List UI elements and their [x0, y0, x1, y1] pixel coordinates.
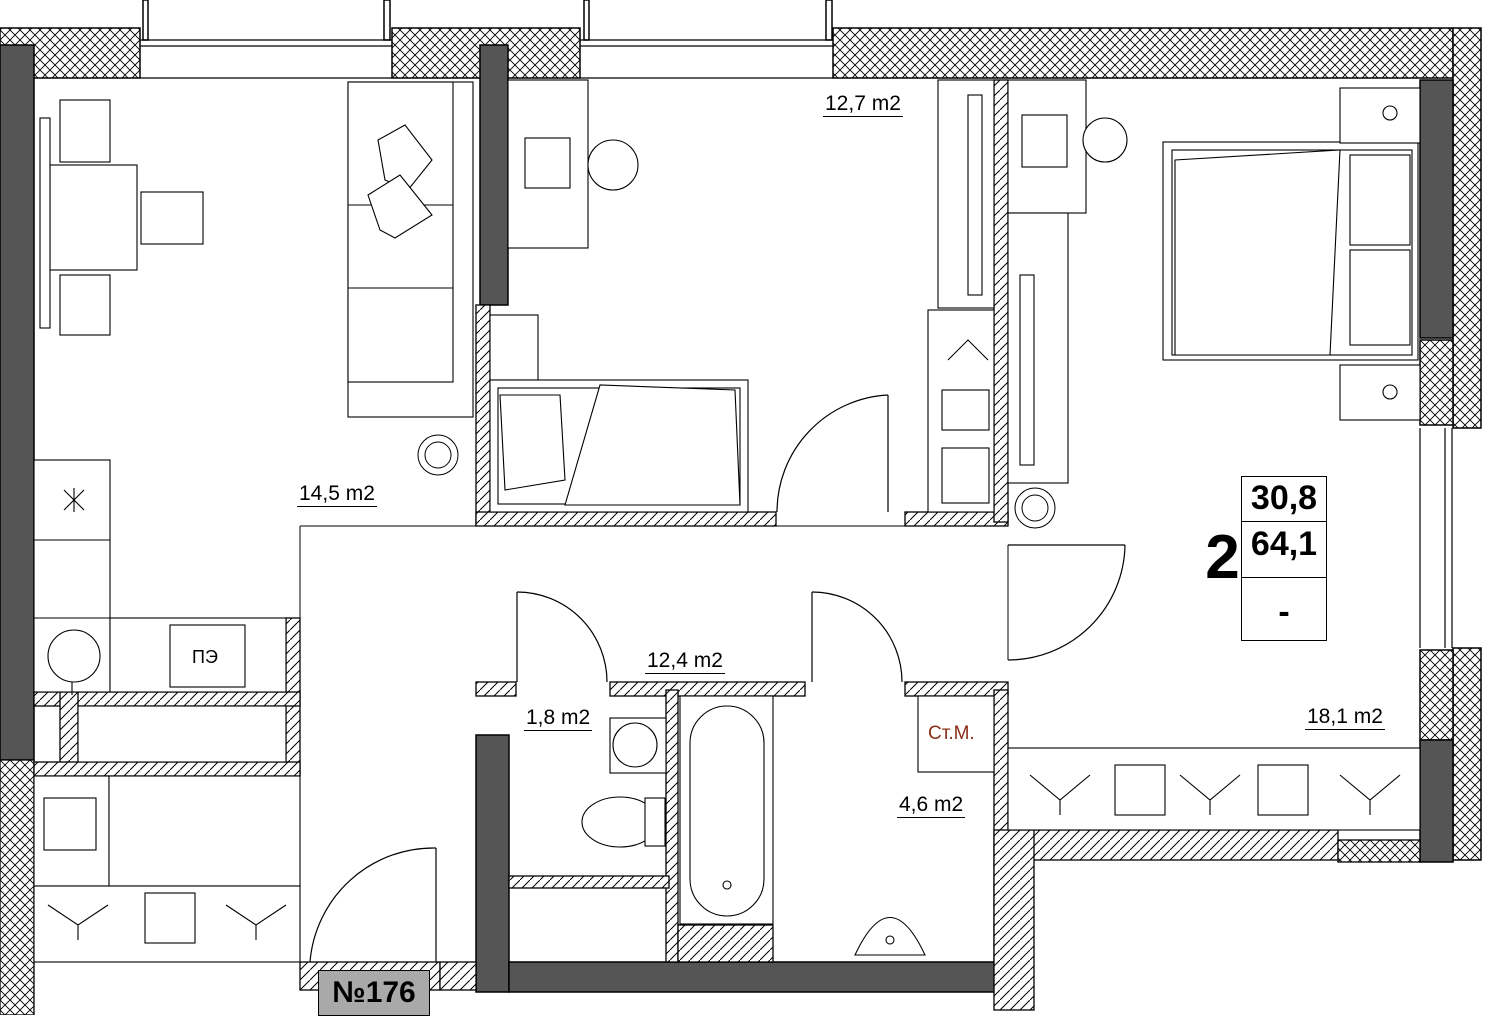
- bathroom-fixtures: [581, 695, 995, 956]
- total-area-value: 64,1: [1250, 525, 1318, 563]
- large-bedroom-furniture: [1007, 79, 1421, 831]
- tv-unit: [927, 79, 995, 513]
- small-bedroom-furniture: [489, 79, 749, 513]
- windows: [140, 39, 1453, 648]
- room-area-living: 14,5 m2: [297, 482, 377, 507]
- room-area-bedroom-small: 12,7 m2: [823, 92, 903, 117]
- summary-divider: [1242, 577, 1326, 578]
- kitchen: [33, 459, 287, 763]
- apartment-number: №176: [318, 970, 430, 1016]
- summary-box: 30,8 64,1 -: [1241, 476, 1327, 641]
- washer-label: Ст.М.: [928, 723, 975, 744]
- room-area-bathroom: 4,6 m2: [897, 793, 966, 818]
- doors: [309, 394, 1126, 963]
- rooms-count: 2: [1205, 523, 1240, 592]
- plant: [417, 434, 1056, 529]
- load-bearing-walls: [0, 44, 1454, 993]
- hall-wardrobe: [33, 775, 301, 963]
- sofa: [347, 81, 474, 418]
- living-area-value: 30,8: [1250, 479, 1318, 517]
- room-area-wc: 1,8 m2: [524, 706, 593, 731]
- room-area-bedroom-large: 18,1 m2: [1305, 705, 1385, 730]
- dining-table: [39, 99, 204, 336]
- room-area-hall: 12,4 m2: [645, 649, 725, 674]
- summary-divider: [1242, 521, 1326, 522]
- extra-value: -: [1278, 593, 1290, 631]
- outer-walls: [0, 0, 1482, 861]
- stove-label: ПЭ: [192, 647, 218, 667]
